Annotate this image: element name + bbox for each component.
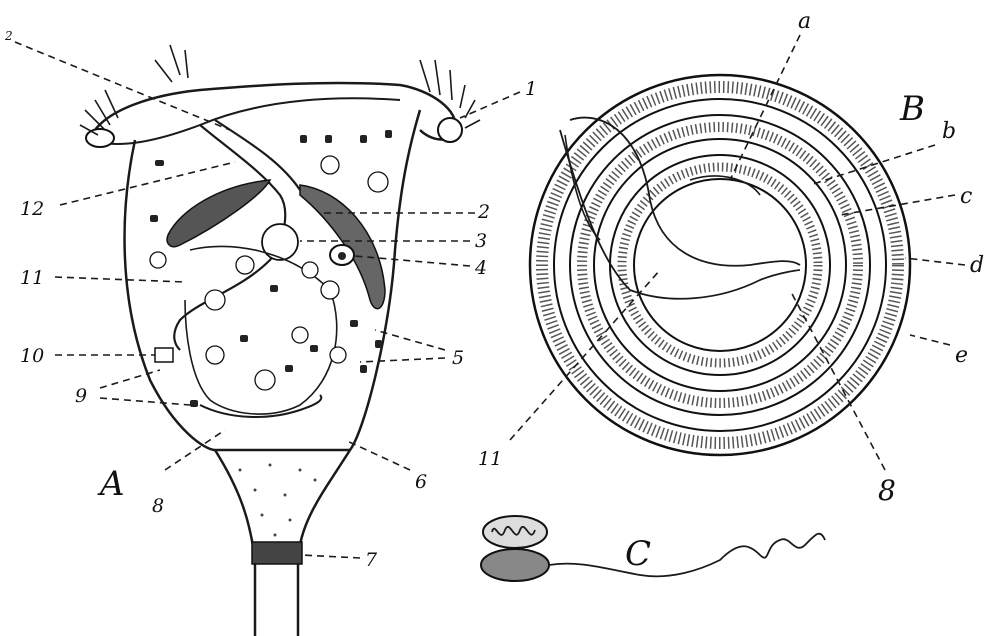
- panel-label-c: C: [625, 534, 651, 574]
- leader-1: [460, 92, 520, 118]
- stalk-right-edge: [298, 450, 350, 636]
- leader-b-e: [910, 335, 950, 345]
- macronucleus-upper: [167, 180, 270, 247]
- leader-b-a-top: [730, 35, 800, 180]
- panel-b-drawing: [530, 75, 910, 455]
- leader-6: [345, 440, 410, 470]
- label-b-c: c: [960, 184, 972, 209]
- leader-5b: [360, 358, 445, 362]
- peristome-left-end: [86, 129, 114, 147]
- stalk-left-edge: [215, 450, 255, 636]
- peristome-lip: [95, 83, 456, 140]
- label-a-9: 9: [75, 385, 87, 407]
- leader-9b: [100, 398, 190, 405]
- contractile-vacuole: [262, 224, 298, 260]
- label-b-a-top: a: [798, 9, 811, 34]
- label-b-e: e: [955, 343, 968, 368]
- food-vacuole-core: [338, 252, 346, 260]
- small-particles: [150, 130, 392, 407]
- stalk-ring: [252, 542, 302, 564]
- gullet-upper: [215, 120, 300, 190]
- panel-a-drawing: [80, 45, 480, 636]
- leader-lines: [15, 35, 965, 558]
- panel-label-b: B: [899, 89, 925, 129]
- label-b-b: b: [942, 119, 956, 144]
- leader-b-d: [905, 258, 965, 265]
- leader-2-top: [15, 42, 230, 130]
- panel-c-drawing: [481, 516, 825, 581]
- peristome-inner: [90, 98, 400, 144]
- panel-label-a: A: [97, 464, 125, 504]
- leader-7: [302, 555, 360, 558]
- label-a-3: 3: [475, 230, 487, 252]
- label-a-12: 12: [20, 198, 44, 220]
- label-a-8: 8: [152, 495, 164, 517]
- lower-body: [481, 549, 549, 581]
- flagellum: [549, 534, 825, 577]
- label-a-7: 7: [365, 549, 378, 571]
- leader-9a: [100, 370, 160, 388]
- label-a-2-top: 2: [4, 29, 13, 43]
- peristome-right-end: [438, 118, 462, 142]
- label-b-d: d: [970, 253, 984, 278]
- leader-11: [55, 277, 185, 282]
- label-a-5: 5: [452, 347, 464, 369]
- leader-5a: [375, 330, 445, 350]
- label-a-10: 10: [20, 345, 44, 367]
- label-b-11: 11: [478, 448, 502, 470]
- labels: A B C 1 2 3 4 5 6 7 8 9 10 11 12 2 a b c…: [4, 9, 984, 574]
- food-vacuoles: [150, 156, 388, 390]
- label-a-6: 6: [415, 471, 427, 493]
- label-a-2: 2: [477, 201, 490, 223]
- label-a-11: 11: [20, 267, 44, 289]
- label-a-1: 1: [525, 78, 537, 100]
- label-b-8: 8: [878, 474, 896, 507]
- vestibule: [155, 348, 173, 362]
- fiber-strand-3: [565, 135, 600, 240]
- label-a-4: 4: [474, 257, 487, 279]
